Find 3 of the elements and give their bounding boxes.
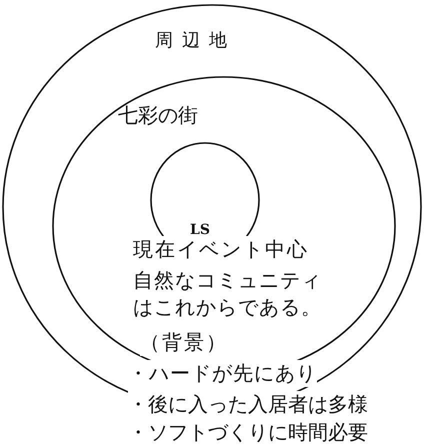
region-label: 七彩の街 [118,102,198,129]
region-label: 周辺地 [155,29,236,52]
region-label: LS [190,222,210,238]
